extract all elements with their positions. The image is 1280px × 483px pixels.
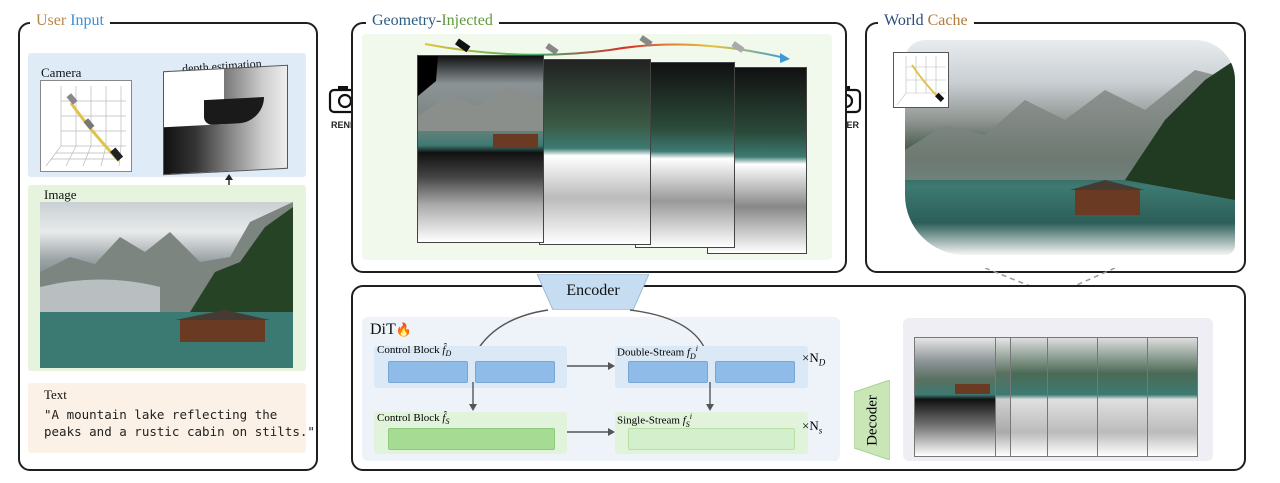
- control-d-text: Control Block: [377, 344, 440, 356]
- image-label: Image: [44, 187, 77, 202]
- encoder-block: [537, 274, 649, 310]
- rendered-frame-2: [540, 60, 650, 244]
- camera-trajectory: [424, 35, 790, 63]
- input-landscape-image: [40, 202, 293, 368]
- nd-text: ×N: [802, 350, 819, 365]
- control-block-s-label: Control Block f̂S: [377, 412, 450, 427]
- title-sep: -: [435, 12, 442, 29]
- rendered-frame-3: [636, 63, 734, 247]
- rendered-frame-1: [418, 56, 543, 242]
- camera-label: Camera: [41, 65, 82, 80]
- control-block-d-label: Control Block f̂D: [377, 344, 452, 359]
- nd-label: ×ND: [802, 350, 825, 368]
- user-input-title: User Input: [30, 12, 110, 30]
- camera-grid: [40, 80, 132, 172]
- control-s-text: Control Block: [377, 412, 440, 424]
- single-stream-bar: [628, 428, 795, 450]
- ns-sub: s: [818, 425, 823, 436]
- ns-text: ×N: [802, 418, 819, 433]
- single-stream-label: Single-Stream fSi: [617, 412, 692, 429]
- title-input: Input: [70, 12, 104, 29]
- control-d-bar-1: [388, 361, 468, 383]
- title-cache: Cache: [927, 12, 968, 29]
- double-stream-bar-1: [628, 361, 708, 383]
- title-injected: Injected: [441, 12, 493, 29]
- dit-text: DiT: [370, 321, 396, 338]
- title-world: World: [884, 12, 924, 29]
- nd-sub: D: [818, 357, 826, 368]
- fire-icon: 🔥: [395, 322, 412, 337]
- double-stream-label: Double-Stream fDi: [617, 344, 699, 361]
- world-cache-pointcloud: [905, 40, 1235, 255]
- single-stream-text: Single-Stream: [617, 414, 680, 427]
- decoder-label: Decoder: [864, 395, 881, 446]
- title-user: User: [36, 12, 67, 29]
- prompt-line-2: peaks and a rustic cabin on stilts.": [44, 424, 315, 439]
- control-d-bar-2: [475, 361, 555, 383]
- text-label: Text: [44, 387, 67, 402]
- ns-label: ×Ns: [802, 418, 822, 436]
- encoder-label: Encoder: [566, 282, 620, 299]
- decoder-block: [854, 380, 890, 460]
- dit-label: DiT🔥: [370, 321, 412, 339]
- double-stream-text: Double-Stream: [617, 346, 685, 359]
- output-frame-1: [915, 338, 995, 456]
- double-stream-bar-2: [715, 361, 795, 383]
- depth-map-thumb: [163, 64, 288, 176]
- world-cache-camera-thumb: [893, 52, 949, 108]
- title-geometry: Geometry: [372, 12, 436, 29]
- prompt-line-1: "A mountain lake reflecting the: [44, 407, 278, 422]
- geometry-injected-title: Geometry-Injected: [366, 12, 499, 30]
- control-s-bar: [388, 428, 555, 450]
- dit-arrows: [469, 362, 714, 436]
- world-cache-title: World Cache: [878, 12, 974, 30]
- text-area: [28, 383, 306, 453]
- render-left-label: RENDER: [330, 120, 369, 130]
